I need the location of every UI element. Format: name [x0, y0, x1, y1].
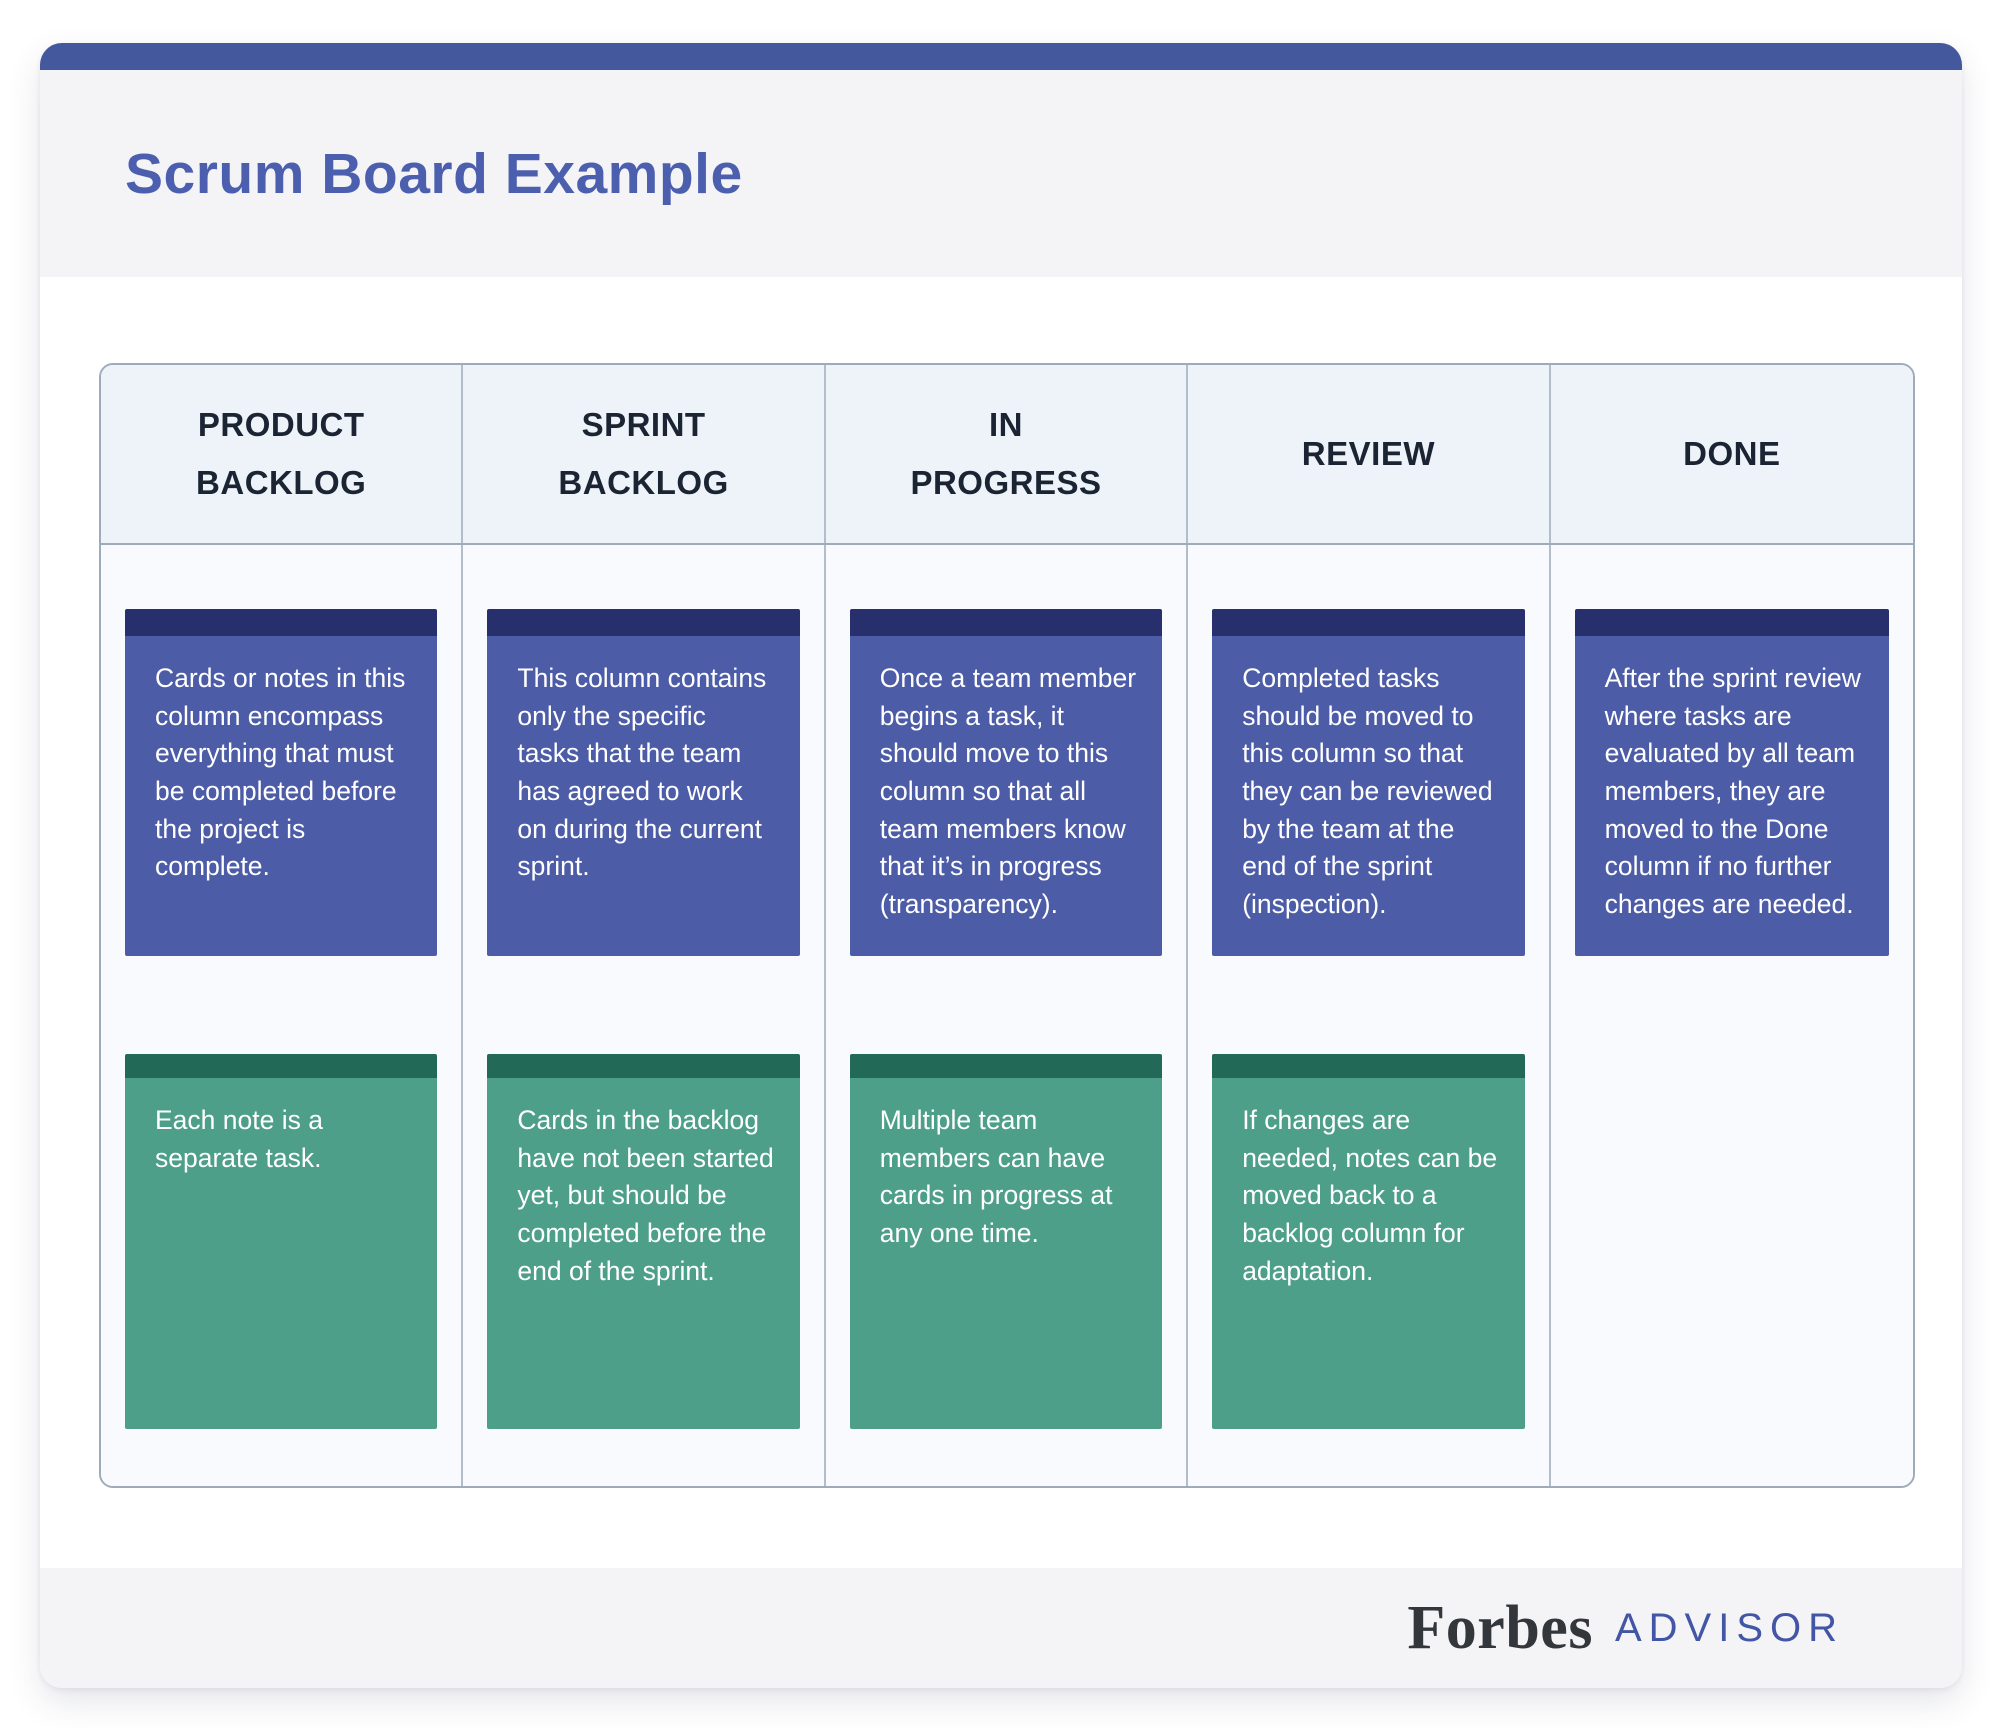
column-header-product-backlog: PRODUCT BACKLOG [101, 365, 464, 543]
column-cell-in-progress: Once a team member begins a task, it sho… [826, 545, 1189, 1486]
board-header-row: PRODUCT BACKLOG SPRINT BACKLOG IN PROGRE… [101, 365, 1913, 545]
sticky-note-green: Each note is a separate task. [125, 1054, 438, 1429]
sticky-note-blue: This column contains only the specific t… [487, 609, 800, 956]
column-header-done: DONE [1683, 435, 1781, 473]
note-header-strip [1574, 609, 1889, 636]
column-cell-done: After the sprint review where tasks are … [1551, 545, 1913, 1486]
sticky-note-green: Multiple team members can have cards in … [849, 1054, 1163, 1429]
note-header-strip [487, 1054, 800, 1078]
note-text: If changes are needed, notes can be move… [1212, 1078, 1525, 1429]
note-text: Multiple team members can have cards in … [849, 1078, 1163, 1429]
note-text: Once a team member begins a task, it sho… [849, 636, 1163, 956]
page-title: Scrum Board Example [125, 141, 743, 206]
note-header-strip [125, 1054, 438, 1078]
sticky-note-blue: Cards or notes in this column encompass … [125, 609, 438, 956]
note-header-strip [487, 609, 800, 636]
column-header-in-progress: IN PROGRESS [826, 365, 1189, 543]
advisor-wordmark: ADVISOR [1614, 1605, 1844, 1650]
sticky-note-blue: Once a team member begins a task, it sho… [849, 609, 1163, 956]
note-text: After the sprint review where tasks are … [1574, 636, 1889, 956]
sticky-note-blue: After the sprint review where tasks are … [1574, 609, 1889, 956]
note-text: Completed tasks should be moved to this … [1212, 636, 1525, 956]
note-header-strip [849, 1054, 1163, 1078]
note-header-strip [125, 609, 438, 636]
board-body-row: Cards or notes in this column encompass … [101, 545, 1913, 1486]
column-cell-sprint-backlog: This column contains only the specific t… [463, 545, 826, 1486]
sticky-note-blue: Completed tasks should be moved to this … [1212, 609, 1525, 956]
board-area: PRODUCT BACKLOG SPRINT BACKLOG IN PROGRE… [40, 277, 1962, 1568]
sticky-note-green: Cards in the backlog have not been start… [487, 1054, 800, 1429]
note-text: Each note is a separate task. [125, 1078, 438, 1429]
note-header-strip [1212, 1054, 1525, 1078]
note-text: Cards in the backlog have not been start… [487, 1078, 800, 1429]
note-text: Cards or notes in this column encompass … [125, 636, 438, 956]
scrum-board-figure: Scrum Board Example PRODUCT BACKLOG SPRI… [40, 43, 1962, 1688]
column-header-review: REVIEW [1188, 365, 1551, 543]
column-cell-product-backlog: Cards or notes in this column encompass … [101, 545, 464, 1486]
column-header-sprint-backlog: SPRINT BACKLOG [463, 365, 826, 543]
note-header-strip [849, 609, 1163, 636]
scrum-board-table: PRODUCT BACKLOG SPRINT BACKLOG IN PROGRE… [99, 363, 1915, 1488]
title-band: Scrum Board Example [40, 70, 1962, 277]
column-cell-review: Completed tasks should be moved to this … [1188, 545, 1551, 1486]
footer-band: Forbes ADVISOR [40, 1568, 1962, 1688]
note-header-strip [1212, 609, 1525, 636]
top-accent-bar [40, 43, 1962, 70]
sticky-note-green: If changes are needed, notes can be move… [1212, 1054, 1525, 1429]
forbes-logo: Forbes [1407, 1593, 1593, 1662]
note-text: This column contains only the specific t… [487, 636, 800, 956]
